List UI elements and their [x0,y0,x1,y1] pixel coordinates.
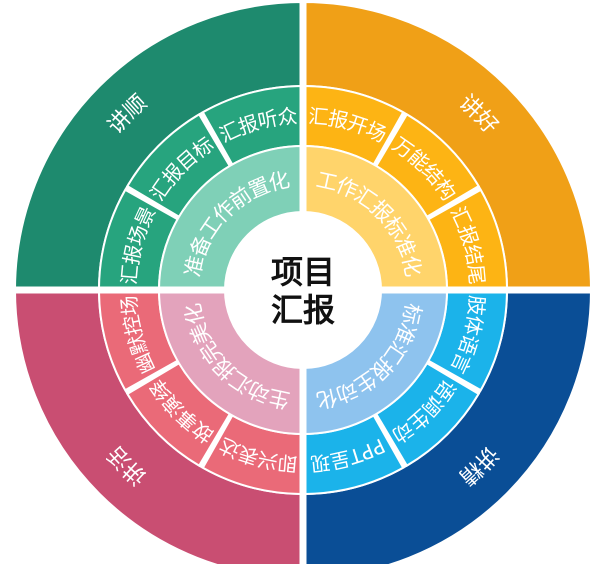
center-circle [225,212,381,368]
wheel-bands [13,0,593,564]
center-hub: 项目 汇报 [225,212,381,368]
center-title-line-1: 项目 [271,253,335,291]
center-title-line-2: 汇报 [271,291,335,329]
